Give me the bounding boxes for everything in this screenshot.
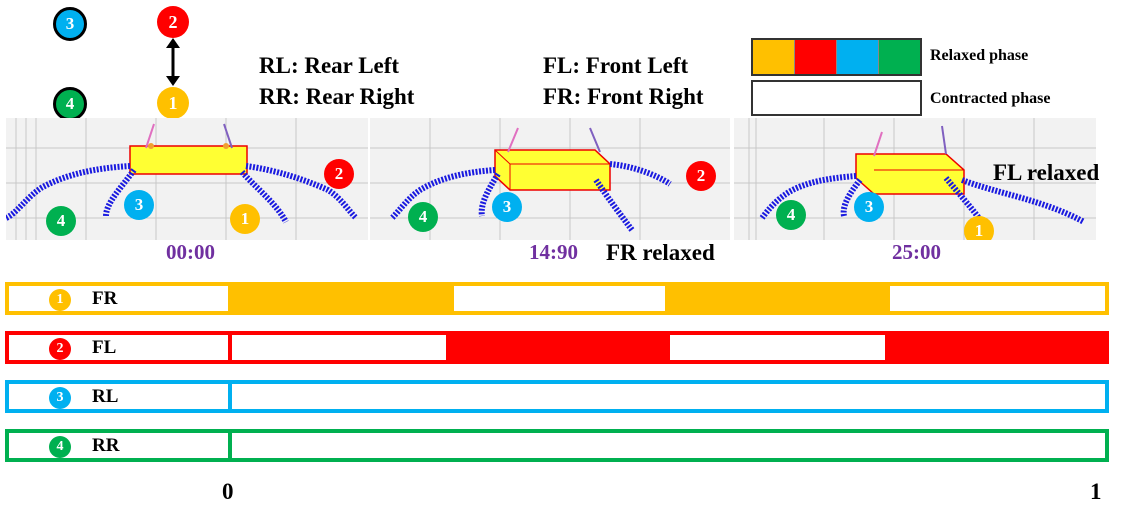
abbrev-fl: FL: Front Left xyxy=(543,53,689,78)
leg-2-badge-top: 2 xyxy=(157,6,189,38)
x-tick-label-0: 0 xyxy=(222,479,234,504)
abbrev-fr: FR: Front Right xyxy=(543,84,704,109)
legend-contracted-label: Contracted phase xyxy=(930,90,1051,107)
timeline-row-divider xyxy=(228,384,232,409)
timeline-badge-3: 3 xyxy=(49,387,71,409)
abbrev-rl: RL: Rear Left xyxy=(259,53,400,78)
timeline-row-rl: 3 RL xyxy=(5,380,1109,413)
robot-snapshot-2 xyxy=(370,118,730,240)
snapshot-2-caption: FR relaxed xyxy=(606,240,715,265)
swap-arrow-icon xyxy=(166,38,180,86)
snapshot-1-leg-2-badge: 2 xyxy=(324,159,354,189)
snapshot-3-leg-1-badge: 1 xyxy=(964,216,994,240)
timeline-row-label: FL xyxy=(92,337,117,358)
snapshot-3-caption: FL relaxed xyxy=(993,160,1100,185)
legend-swatch-green xyxy=(878,40,920,74)
snapshot-1-leg-3-badge: 3 xyxy=(124,190,154,220)
timeline-row-label: RR xyxy=(92,435,120,456)
timeline-badge-1: 1 xyxy=(49,289,71,311)
legend-swatch-orange xyxy=(753,40,794,74)
legend-swatch-red xyxy=(794,40,836,74)
relaxed-segment-fr-1 xyxy=(232,286,454,311)
snapshot-panel-1: 4 3 1 2 xyxy=(6,118,368,240)
leg-1-badge-top: 1 xyxy=(157,87,189,119)
timeline-row-fl: 2 FL xyxy=(5,331,1109,364)
snapshot-3-leg-4-badge: 4 xyxy=(776,200,806,230)
leg-3-badge-top: 3 xyxy=(53,7,87,41)
legend-relaxed-swatch xyxy=(751,38,922,76)
timeline-row-label: FR xyxy=(92,288,118,309)
legend-relaxed-label: Relaxed phase xyxy=(930,47,1029,64)
relaxed-segment-fr-2 xyxy=(665,286,890,311)
timeline-badge-4: 4 xyxy=(49,436,71,458)
timeline-badge-2: 2 xyxy=(49,338,71,360)
snapshot-2-leg-2-badge: 2 xyxy=(686,161,716,191)
timeline-row-divider xyxy=(228,335,232,360)
x-tick-label-1: 1 xyxy=(1090,479,1102,504)
snapshot-1-time: 00:00 xyxy=(166,240,215,264)
legend-swatch-blue xyxy=(836,40,878,74)
abbrev-rr: RR: Rear Right xyxy=(259,84,415,109)
leg-4-badge-top: 4 xyxy=(53,87,87,121)
robot-snapshot-1 xyxy=(6,118,368,240)
timeline-row-fr: 1 FR xyxy=(5,282,1109,315)
relaxed-segment-fl-2 xyxy=(885,335,1109,360)
timeline-row-divider xyxy=(228,433,232,458)
timeline-row-rr: 4 RR xyxy=(5,429,1109,462)
snapshot-3-leg-3-badge: 3 xyxy=(854,192,884,222)
relaxed-segment-fl-1 xyxy=(445,335,671,360)
snapshot-1-leg-4-badge: 4 xyxy=(46,206,76,236)
snapshot-1-leg-1-badge: 1 xyxy=(230,204,260,234)
timeline-row-divider xyxy=(228,286,232,311)
snapshot-3-time: 25:00 xyxy=(892,240,941,264)
snapshot-panel-2: 4 3 2 xyxy=(370,118,730,240)
snapshot-2-time: 14:90 xyxy=(529,240,578,264)
robot-snapshot-3 xyxy=(734,118,1096,240)
timeline-row-label: RL xyxy=(92,386,119,407)
legend-contracted-swatch xyxy=(751,80,922,116)
snapshot-2-leg-3-badge: 3 xyxy=(492,192,522,222)
snapshot-2-leg-4-badge: 4 xyxy=(408,202,438,232)
snapshot-panel-3: 4 3 1 xyxy=(734,118,1096,240)
